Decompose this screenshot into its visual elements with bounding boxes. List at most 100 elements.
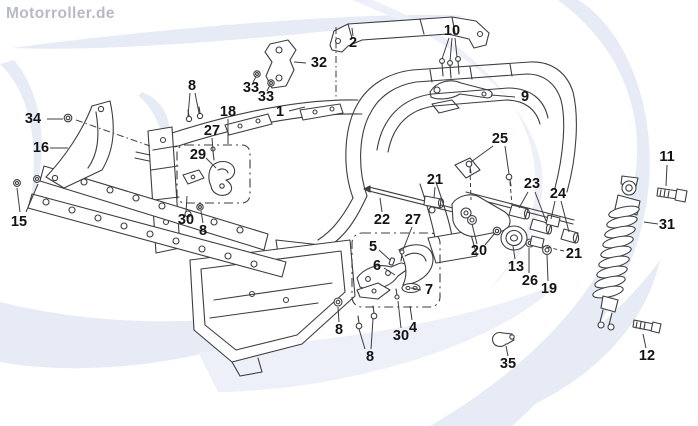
part-32-bracket [264,39,297,89]
leader-line [509,181,513,206]
part-label-22: 22 [374,212,390,228]
leader-line [185,195,188,213]
part-label-21: 21 [427,172,443,188]
part-6-bracket [356,262,407,300]
part-22-rod [363,185,458,214]
part-12-bolt [632,319,662,334]
leader-line [397,300,402,329]
leader-line [541,245,565,252]
leader-line [469,168,472,201]
leader-line [665,164,668,187]
leader-line [441,37,450,60]
part-29-brackets [208,160,236,196]
leader-line [433,186,436,199]
part-35-clamp [492,332,515,347]
part-label-9: 9 [521,89,529,105]
part-8-nut-b [333,297,343,307]
watermark: Motorroller.de [6,5,115,22]
leader-line [378,249,391,261]
leader-line [252,76,257,83]
part-2-carrier-bracket [329,16,490,53]
part-label-21: 21 [566,246,582,262]
leader-line [560,200,570,233]
leader-line [200,210,204,224]
part-label-30: 30 [178,212,194,228]
leader-line [449,37,453,62]
leader-line [642,333,647,349]
part-label-16: 16 [33,140,49,156]
frame-line-art [13,16,688,377]
leader-line [288,106,306,112]
part-25-screws [465,160,513,187]
part-13-engine-mount [451,191,575,251]
part-label-13: 13 [508,259,524,275]
part-label-15: 15 [11,214,27,230]
grouping-boxes [176,144,441,308]
part-label-1: 1 [276,104,284,120]
part-33-nuts [253,70,275,87]
leader-line [484,232,496,246]
part-label-10: 10 [444,23,460,39]
part-label-11: 11 [659,149,674,165]
part-label-34: 34 [25,111,41,127]
swirl-right-outer [430,0,650,426]
leader-line [205,157,217,169]
part-23-bushings [508,204,553,235]
leader-line [550,200,556,220]
part-label-35: 35 [500,356,516,372]
leader-line [643,221,659,225]
leader-line [266,84,271,92]
part-label-8: 8 [335,322,343,338]
part-30-plate [182,169,205,185]
part-label-18: 18 [220,104,236,120]
part-label-30: 30 [393,328,409,344]
leader-line [546,254,549,282]
part-label-27: 27 [204,123,220,139]
leader-line [504,145,510,175]
leader-line [337,306,340,323]
frame-side-rails [27,165,287,278]
grouping-box [176,144,251,204]
part-21-bushing-right [529,235,545,249]
leader-line [194,92,200,114]
part-10-screws [439,56,461,79]
part-16-subframe-arm [45,100,114,189]
leader-line [370,318,374,350]
part-20-washers [467,215,502,236]
part-4-kit-cover [398,244,434,286]
leader-line [512,245,516,260]
part-8-screws-bottom [355,305,378,330]
part-15-bolts [13,175,41,187]
part-5-pin [388,257,396,266]
leader-line [454,37,458,58]
leader-line [410,287,422,291]
part-label-6: 6 [373,258,381,274]
part-21-bushing-left [423,195,445,214]
part-31-shock-absorber [592,175,641,331]
part-label-5: 5 [369,239,377,255]
leader-line [211,137,214,152]
leader-line [383,267,396,276]
leader-line [534,191,547,222]
part-1-main-frame [134,61,577,377]
part-label-19: 19 [541,281,557,297]
part-9-bracket [429,80,493,114]
part-label-29: 29 [190,147,206,163]
leader-line [351,27,354,37]
part-label-4: 4 [409,320,417,336]
part-label-7: 7 [425,282,433,298]
leader-line [187,92,191,117]
swirl-bottom-mid [198,282,560,392]
part-8-nut-a [196,203,204,211]
part-label-23: 23 [524,176,540,192]
leader-line [25,183,39,213]
part-label-31: 31 [659,217,675,233]
part-label-8: 8 [188,78,196,94]
part-label-26: 26 [522,273,538,289]
part-30-screw-b [394,288,400,300]
part-27-screw-b [399,249,405,262]
leader-line [75,119,151,147]
